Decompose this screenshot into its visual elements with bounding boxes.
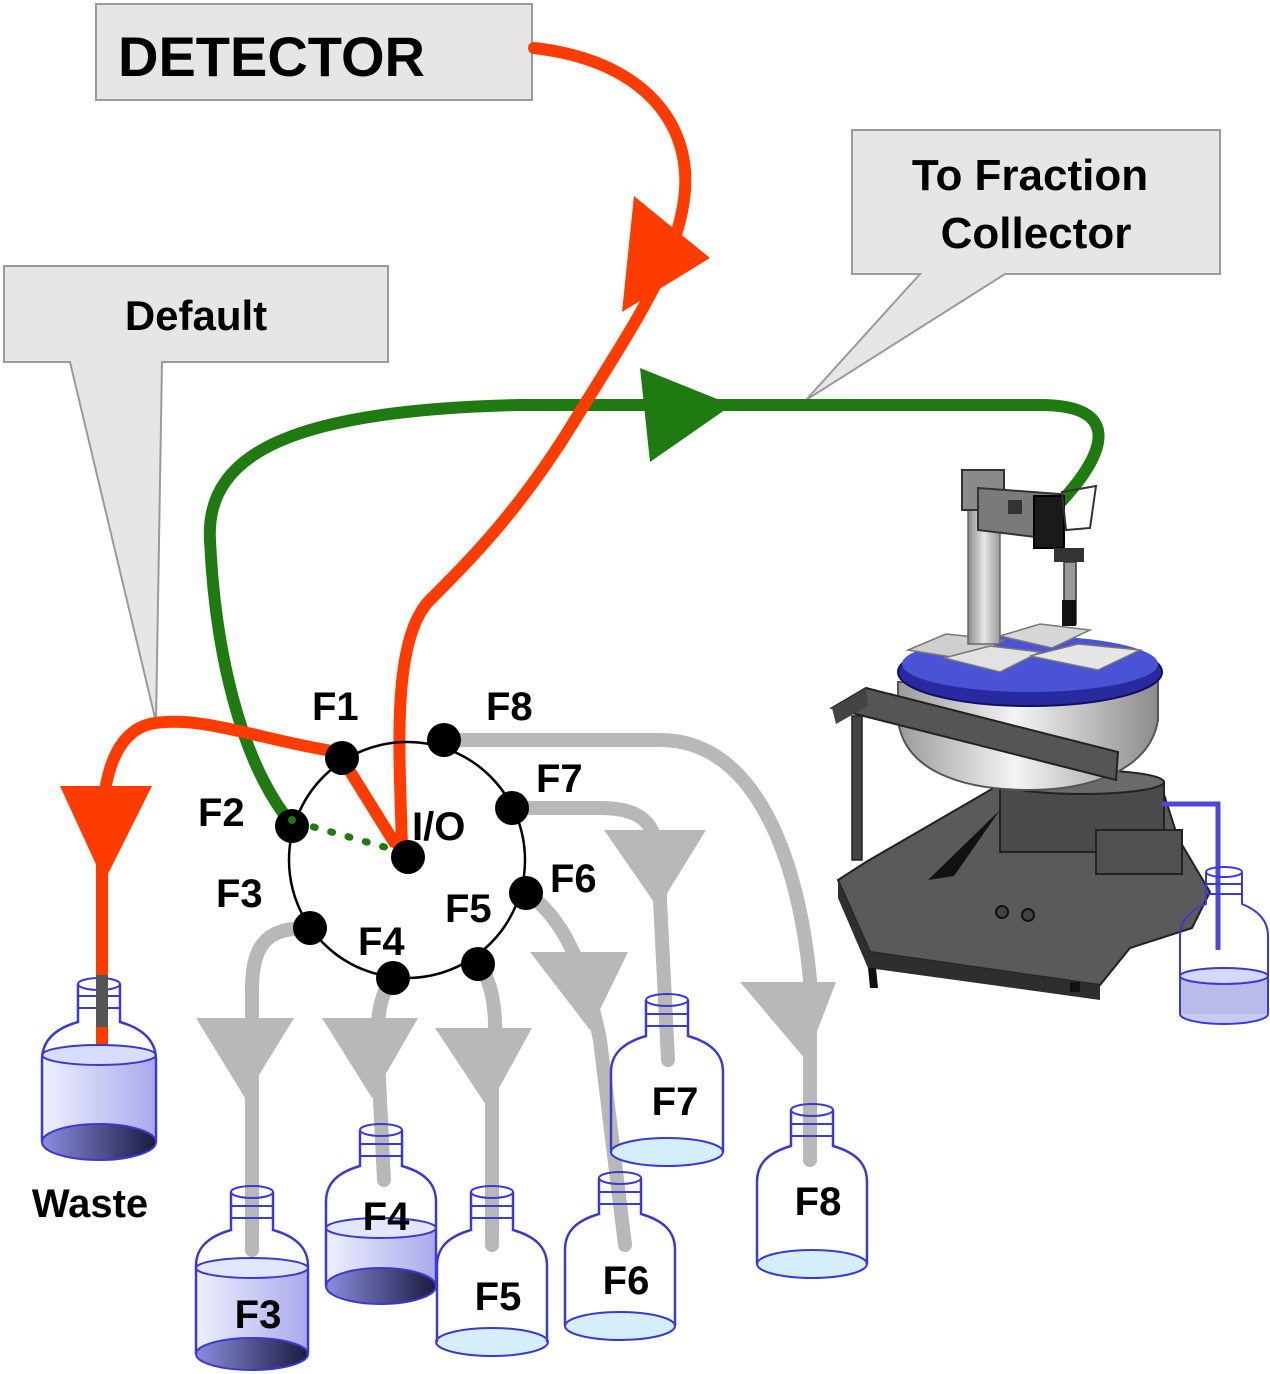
- default-dotted-link: [292, 818, 399, 854]
- bottle-f7-label: F7: [652, 1080, 699, 1124]
- detector-label: DETECTOR: [118, 25, 425, 88]
- port-f6-dot: [509, 876, 543, 910]
- arrow-f3: [196, 1018, 294, 1098]
- fraction-collector-label-line2: Collector: [941, 209, 1132, 258]
- port-f8-dot: [427, 723, 461, 757]
- waste-label: Waste: [32, 1182, 148, 1226]
- port-io-label: I/O: [412, 805, 465, 849]
- bottle-f8: F8: [755, 1103, 869, 1279]
- port-f3-dot: [293, 911, 327, 945]
- port-f6-label: F6: [550, 857, 597, 901]
- arrow-f7: [604, 830, 706, 908]
- port-f2-label: F2: [198, 791, 245, 835]
- fraction-collector-callout: To Fraction Collector: [805, 129, 1221, 401]
- default-label: Default: [125, 292, 267, 339]
- port-f4-dot: [376, 961, 410, 995]
- selector-valve: F1 F2 F3 F4 F5 F6 F7 F8 I/O: [198, 685, 597, 995]
- line-f8: [437, 733, 817, 1167]
- waste-flow-arrow: [60, 786, 152, 882]
- bottle-f3-label: F3: [235, 1293, 282, 1337]
- bottle-f5: F5: [435, 1185, 549, 1357]
- detector-callout: DETECTOR: [95, 3, 533, 101]
- bottle-f3: F3: [194, 1185, 310, 1371]
- port-f3-label: F3: [216, 872, 263, 916]
- bottle-f4: F4: [324, 1123, 438, 1305]
- port-f1-label: F1: [312, 685, 359, 729]
- fraction-lines: [245, 733, 817, 1257]
- port-f1-dot: [325, 741, 359, 775]
- bottle-f8-label: F8: [795, 1180, 842, 1224]
- port-f5-label: F5: [445, 887, 492, 931]
- bottle-f4-label: F4: [363, 1195, 410, 1239]
- collector-flow-line: [203, 399, 1105, 828]
- bottle-f6: F6: [563, 1171, 677, 1341]
- waste-bottle: Waste: [32, 975, 158, 1226]
- line-f3: [245, 921, 317, 1257]
- port-f7-label: F7: [536, 757, 583, 801]
- fraction-collector-label-line1: To Fraction: [912, 151, 1148, 200]
- fraction-arrowheads: [196, 830, 836, 1108]
- port-io-dot: [391, 840, 425, 874]
- port-f2-dot: [275, 809, 309, 843]
- port-f8-label: F8: [486, 685, 533, 729]
- port-f7-dot: [495, 791, 529, 825]
- arrow-f8: [740, 982, 836, 1060]
- arrow-f5: [435, 1028, 532, 1108]
- detector-flow-arrow: [622, 196, 710, 312]
- port-f5-dot: [461, 947, 495, 981]
- arrow-f6: [530, 952, 628, 1030]
- port-f2-green-mark: [288, 816, 296, 824]
- bottle-f7: F7: [609, 993, 725, 1167]
- arrow-f4: [322, 1018, 418, 1098]
- fraction-collector-instrument: [829, 469, 1269, 1025]
- port-f4-label: F4: [358, 920, 405, 964]
- bottle-f6-label: F6: [603, 1259, 650, 1303]
- bottle-f5-label: F5: [475, 1275, 522, 1319]
- detector-flow-line: [393, 42, 692, 854]
- collector-flow-arrow: [640, 368, 732, 462]
- default-callout: Default: [3, 265, 389, 723]
